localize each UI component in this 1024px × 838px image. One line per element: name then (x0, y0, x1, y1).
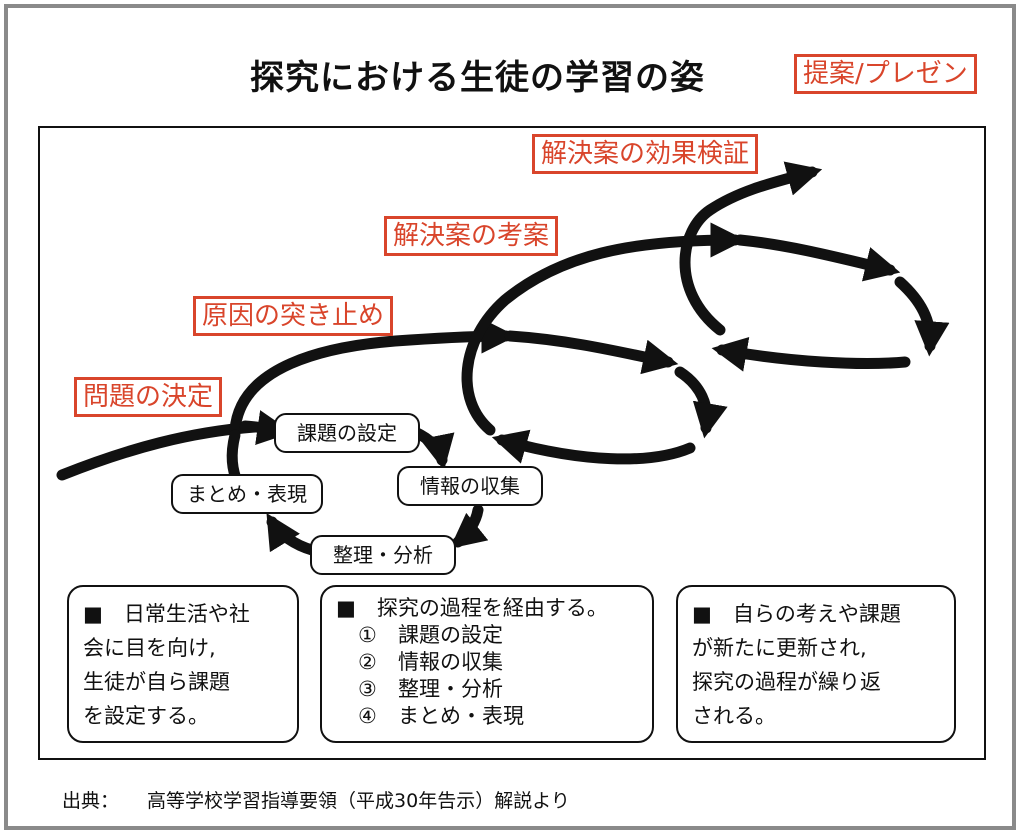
stage-setting: 課題の設定 (274, 413, 420, 453)
diagram-panel (38, 126, 986, 760)
spiral3-rise (679, 161, 823, 336)
cycle-arrow-to-analysis (449, 504, 489, 549)
bullet-icon: ■ (83, 602, 103, 626)
label-problem-decision: 問題の決定 (74, 377, 223, 417)
note-middle-heading: ■ 探究の過程を経由する。 (336, 596, 608, 620)
note-right-line-2: が新たに更新され, (692, 636, 867, 660)
spiral1-top (229, 318, 517, 436)
label-cause-identification: 原因の突き止め (193, 296, 394, 336)
note-left-line-3: 生徒が自ら課題 (83, 670, 230, 694)
source-prefix: 出典： (62, 790, 120, 812)
bullet-icon: ■ (692, 602, 712, 626)
spiral2-rise (461, 222, 746, 436)
source-text: 高等学校学習指導要領（平成30年告示）解説より (147, 790, 570, 812)
label-effect-verification: 解決案の効果検証 (532, 134, 759, 174)
spiral3-segment2 (894, 276, 950, 357)
note-left-line-2: 会に目を向け, (83, 636, 216, 660)
note-left-line-1: ■ 日常生活や社 (83, 602, 250, 626)
spiral3-segment1 (734, 234, 901, 282)
spiral3-segment3 (711, 336, 911, 372)
label-presentation: 提案/プレゼン (794, 54, 977, 94)
note-right-line-4: される。 (692, 704, 776, 728)
stage-analysis: 整理・分析 (310, 535, 456, 575)
page-title: 探究における生徒の学習の姿 (250, 58, 705, 98)
note-right-line-1: ■ 自らの考えや課題 (692, 602, 901, 626)
stage-summary: まとめ・表現 (171, 474, 323, 514)
spiral2-segment2 (674, 366, 728, 439)
spiral2-segment3 (491, 429, 696, 465)
stage-collection: 情報の収集 (397, 466, 543, 506)
bullet-icon: ■ (336, 596, 356, 620)
note-left: ■ 日常生活や社 会に目を向け, 生徒が自ら課題 を設定する。 (67, 585, 299, 743)
source-citation: 出典： 高等学校学習指導要領（平成30年告示）解説より (62, 786, 570, 813)
entry-path (56, 421, 261, 481)
note-right-line-3: 探究の過程が繰り返 (692, 670, 881, 694)
note-right: ■ 自らの考えや課題 が新たに更新され, 探究の過程が繰り返 される。 (676, 585, 956, 743)
label-solution-design: 解決案の考案 (384, 216, 559, 256)
spiral2-segment1 (504, 330, 679, 375)
note-left-line-4: を設定する。 (83, 704, 209, 728)
cycle-arrow-to-summary (266, 513, 318, 556)
